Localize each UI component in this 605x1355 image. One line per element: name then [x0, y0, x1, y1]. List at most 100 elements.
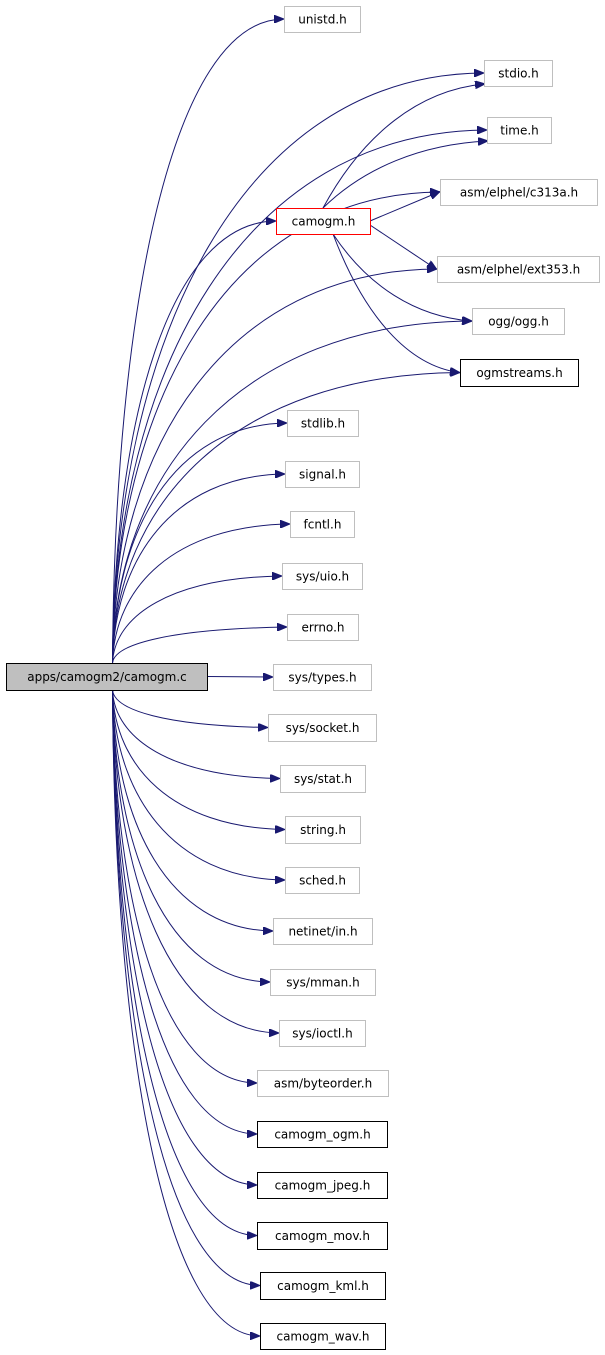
- edge-root-to-c_wav: [112, 689, 260, 1336]
- node-box: [282, 563, 363, 590]
- node-box: [290, 511, 355, 538]
- node-uio[interactable]: sys/uio.h: [282, 563, 363, 590]
- node-box: [472, 308, 565, 335]
- node-box: [440, 179, 598, 206]
- node-ogmstreams[interactable]: ogmstreams.h: [460, 359, 579, 387]
- node-box: [280, 765, 366, 793]
- node-root[interactable]: apps/camogm2/camogm.c: [6, 663, 208, 691]
- node-signal[interactable]: signal.h: [285, 461, 360, 488]
- node-label: camogm_ogm.h: [274, 1128, 370, 1142]
- edge-root-to-stdio: [112, 73, 484, 664]
- edge-camogmh-to-ogmstreams: [332, 233, 459, 373]
- edge-camogmh-to-ogg: [332, 233, 471, 321]
- edge-root-to-socket: [112, 689, 268, 728]
- node-c_ogm[interactable]: camogm_ogm.h: [257, 1121, 388, 1148]
- node-box: [484, 60, 553, 87]
- edge-root-to-unistd: [112, 19, 284, 664]
- edge-root-to-ogmstreams: [112, 373, 460, 664]
- node-camogmh[interactable]: camogm.h: [276, 208, 371, 235]
- edge-root-to-stdlib: [112, 423, 287, 664]
- node-label: asm/elphel/c313a.h: [460, 186, 578, 200]
- node-box: [487, 117, 552, 144]
- node-label: string.h: [300, 823, 346, 837]
- node-box: [273, 664, 372, 691]
- node-c313a[interactable]: asm/elphel/c313a.h: [440, 179, 598, 206]
- edge-camogmh-to-c313a: [369, 192, 439, 222]
- node-label: camogm_kml.h: [277, 1279, 369, 1293]
- node-label: sys/types.h: [288, 671, 356, 685]
- edge-camogmh-to-stdio: [322, 84, 484, 209]
- edge-root-to-errno: [112, 627, 287, 664]
- node-ogg[interactable]: ogg/ogg.h: [472, 308, 565, 335]
- node-label: sys/stat.h: [294, 772, 352, 786]
- node-label: camogm_jpeg.h: [275, 1179, 371, 1193]
- node-stat[interactable]: sys/stat.h: [280, 765, 366, 793]
- node-box: [6, 663, 208, 691]
- edge-root-to-netinet: [112, 689, 273, 931]
- node-label: errno.h: [302, 621, 345, 635]
- node-box: [287, 410, 359, 437]
- node-stdlib[interactable]: stdlib.h: [287, 410, 359, 437]
- edge-root-to-signal: [112, 474, 285, 664]
- node-label: sys/uio.h: [296, 570, 349, 584]
- node-string[interactable]: string.h: [285, 816, 361, 844]
- edge-root-to-camogmh: [112, 221, 276, 664]
- node-label: unistd.h: [298, 13, 347, 27]
- node-c_mov[interactable]: camogm_mov.h: [257, 1222, 388, 1250]
- node-box: [257, 1121, 388, 1148]
- node-box: [260, 1272, 386, 1300]
- edge-root-to-string: [112, 689, 285, 830]
- node-mman[interactable]: sys/mman.h: [270, 969, 376, 996]
- node-label: camogm_wav.h: [276, 1330, 369, 1344]
- node-box: [268, 714, 377, 742]
- node-c_wav[interactable]: camogm_wav.h: [260, 1323, 386, 1350]
- edge-root-to-c_jpeg: [112, 689, 257, 1185]
- edge-camogmh-to-time: [322, 141, 487, 209]
- edge-root-to-sched: [112, 689, 285, 880]
- node-c_jpeg[interactable]: camogm_jpeg.h: [257, 1172, 388, 1199]
- node-byteorder[interactable]: asm/byteorder.h: [257, 1070, 389, 1097]
- node-label: sys/ioctl.h: [292, 1027, 352, 1041]
- node-c_kml[interactable]: camogm_kml.h: [260, 1272, 386, 1300]
- edge-root-to-c_mov: [112, 689, 257, 1236]
- node-label: stdio.h: [498, 67, 538, 81]
- edge-root-to-byteorder: [112, 689, 257, 1083]
- node-box: [260, 1323, 386, 1350]
- node-box: [287, 614, 359, 641]
- edge-root-to-c313a: [112, 192, 440, 664]
- node-ioctl[interactable]: sys/ioctl.h: [279, 1020, 366, 1047]
- node-box: [270, 969, 376, 996]
- nodes-layer: apps/camogm2/camogm.c unistd.h stdio.h time…: [6, 6, 600, 1350]
- node-label: asm/elphel/ext353.h: [457, 263, 580, 277]
- node-box: [273, 918, 373, 945]
- edge-root-to-c_kml: [112, 689, 260, 1286]
- node-types[interactable]: sys/types.h: [273, 664, 372, 691]
- node-box: [460, 359, 579, 387]
- node-label: sched.h: [299, 874, 346, 888]
- node-fcntl[interactable]: fcntl.h: [290, 511, 355, 538]
- node-box: [257, 1172, 388, 1199]
- edge-root-to-time: [112, 130, 487, 664]
- node-box: [257, 1222, 388, 1250]
- node-time[interactable]: time.h: [487, 117, 552, 144]
- node-box: [437, 256, 600, 283]
- node-label: signal.h: [299, 468, 346, 482]
- node-label: camogm_mov.h: [275, 1229, 370, 1243]
- node-box: [285, 867, 360, 894]
- node-label: fcntl.h: [304, 518, 342, 532]
- node-netinet[interactable]: netinet/in.h: [273, 918, 373, 945]
- node-errno[interactable]: errno.h: [287, 614, 359, 641]
- node-ext353[interactable]: asm/elphel/ext353.h: [437, 256, 600, 283]
- node-label: sys/socket.h: [286, 721, 360, 735]
- node-stdio[interactable]: stdio.h: [484, 60, 553, 87]
- edge-root-to-mman: [112, 689, 270, 982]
- node-box: [284, 6, 361, 33]
- edge-root-to-ext353: [112, 269, 437, 664]
- node-sched[interactable]: sched.h: [285, 867, 360, 894]
- node-socket[interactable]: sys/socket.h: [268, 714, 377, 742]
- edge-root-to-uio: [112, 576, 282, 664]
- node-label: sys/mman.h: [286, 976, 359, 990]
- node-label: netinet/in.h: [288, 925, 357, 939]
- node-unistd[interactable]: unistd.h: [284, 6, 361, 33]
